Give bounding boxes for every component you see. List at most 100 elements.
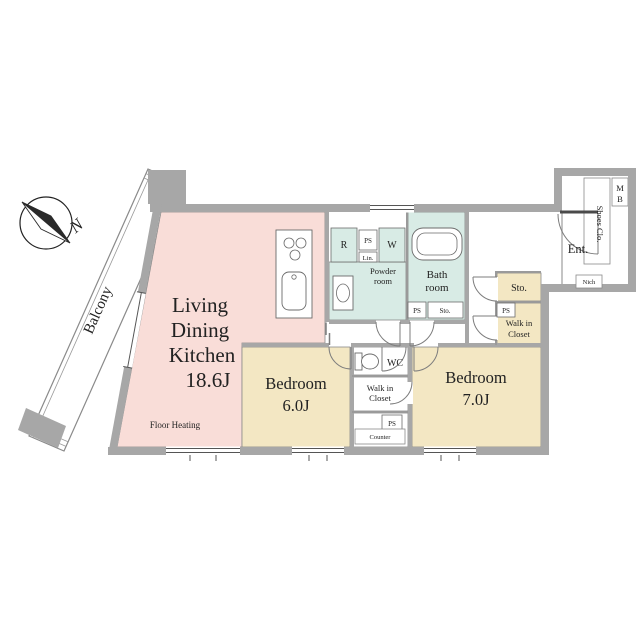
partition-wc-wic [352,375,408,377]
bedroom6-door-arc [328,346,352,370]
kitchen-faucet [291,274,297,280]
powder-label-line1: Powder [370,266,396,276]
shoes-closet-label: Shoes Clo. [595,206,605,243]
compass-circle [19,196,73,250]
ldk-label-line2: Dining [171,318,230,342]
room-bedroom-6 [241,346,351,448]
ldk-area-label: 18.6J [186,368,231,392]
wall-bed-top-2 [351,343,414,347]
window-top-gap [370,203,414,213]
partition-wic-nook [352,411,408,413]
window-b6-gap [292,446,344,456]
wall-right-outer [628,168,636,292]
stove-burner-3 [289,249,301,261]
wall-hall-top-1 [329,320,376,324]
small-boxes [330,227,603,445]
linen-label: Lin. [363,255,374,262]
compass: N [19,196,88,250]
bedroom6-area: 6.0J [282,396,310,415]
window-bedroom7 [424,446,476,461]
ldk-label-line3: Kitchen [169,343,236,367]
partition-powder-bath [406,212,408,320]
bathtub [411,227,463,261]
stove-burner-1 [283,237,295,249]
opening-wic-right [494,316,498,340]
ldk-label-line1: Living [172,293,228,317]
niche-box [575,274,603,289]
powder-door-arc [375,321,401,347]
ps-label-nook: PS [388,420,396,428]
compass-needle-light [21,201,71,244]
ps-label-top: PS [364,237,372,245]
wall-balcony-bottom-block [18,408,66,448]
storage-box-bath [427,301,464,319]
storage-bath-label: Sto. [439,307,450,315]
wc-door-arc [381,346,407,372]
ps-box-bath [407,301,427,319]
balcony-door-end2 [123,365,133,369]
balcony-railing-line [32,170,153,439]
windows [123,203,476,461]
partition-storage-top [495,271,541,273]
kitchen-sink [281,271,307,311]
wall-balcony-top-block [148,170,186,204]
room-storage [496,272,542,302]
wall-bed-top-1 [242,343,329,347]
wall-ldk-powder [325,212,329,322]
bedroom7-area: 7.0J [462,390,490,409]
counter-strip [354,428,406,445]
partition-storage-wic [495,301,541,303]
wall-top-right [554,168,636,176]
wic-right-line1: Walk in [506,318,533,328]
floor-heating-label: Floor Heating [150,420,201,430]
room-shoes-closet [583,177,611,265]
wall-bath-corridor [465,212,469,347]
wall-hall-top-2 [400,320,410,324]
wall-bed-top-3 [438,343,541,347]
wall-top-main [150,204,562,212]
bathtub-inner [416,232,458,256]
balcony-door-end1 [136,291,146,294]
ps-label-bath: PS [413,307,421,315]
counter-label: Counter [370,434,392,441]
refrigerator-box [330,227,358,263]
wall-bed6-right [350,347,354,447]
window-top [370,203,414,213]
wic-right-door-arc [472,315,498,341]
opening-storage [494,277,498,301]
refrigerator-label: R [341,240,348,251]
window-b7-gap [424,446,476,456]
wall-hall-top-3 [434,320,469,324]
powder-label-line2: room [374,276,392,286]
window-bedroom6 [292,446,344,461]
wic-center-door-arc [389,381,413,405]
window-ldk-gap [166,446,240,456]
toilet-tank [354,352,363,371]
labels: Living Dining Kitchen 18.6J Floor Heatin… [150,183,624,441]
fixtures [275,227,463,371]
niche-label: Nich [583,279,596,286]
storage-hall-label: Sto. [511,283,527,294]
partition-storage-left [495,273,497,345]
wall-top-connector [554,176,562,212]
bath-label-line1: Bath [427,269,448,281]
balcony-door-line [127,292,142,368]
room-bedroom-7 [411,346,542,448]
ps-box-right [496,302,516,318]
storage-door-arc [472,276,498,302]
entrance-label: Ent. [568,242,588,256]
wic-center-line1: Walk in [367,383,394,393]
bedroom7-name: Bedroom [445,368,507,387]
washer-box [378,227,406,263]
ps-box-top [358,229,378,251]
powder-vanity [332,275,354,311]
window-balcony-door [123,291,146,369]
linen-box [358,251,378,263]
opening-wic-center [407,382,413,404]
wic-right-line2: Closet [508,329,530,339]
ps-label-right: PS [502,307,510,315]
bedroom6-name: Bedroom [265,374,327,393]
stove-burner-2 [295,237,307,249]
